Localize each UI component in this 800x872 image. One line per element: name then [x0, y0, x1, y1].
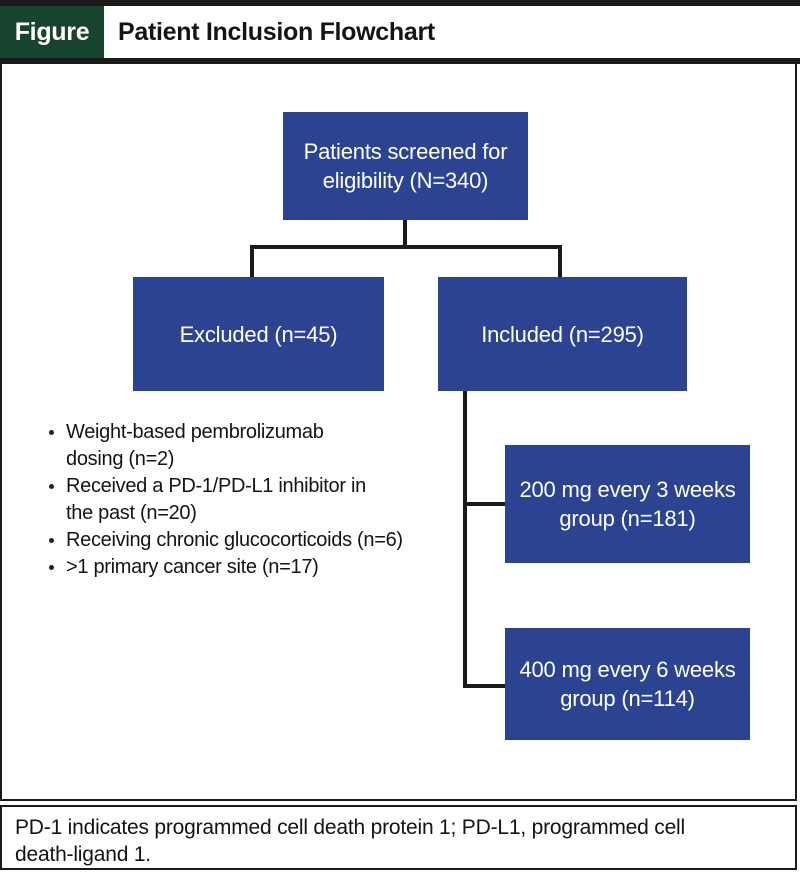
node-200mg-group: 200 mg every 3 weeks group (n=181) [505, 445, 750, 563]
exclusion-reasons-list: Weight-based pembrolizumab dosing (n=2) … [44, 419, 444, 581]
connector-to-included [558, 245, 562, 277]
connector-included-down [463, 391, 467, 688]
node-400mg-group: 400 mg every 6 weeks group (n=114) [505, 628, 750, 740]
connector-to-200mg-group [463, 502, 505, 506]
figure-label: Figure [14, 17, 90, 46]
figure-title: Patient Inclusion Flowchart [118, 17, 435, 46]
connector-screened-down [403, 220, 407, 247]
node-excluded: Excluded (n=45) [133, 277, 384, 391]
footnote: PD-1 indicates programmed cell death pro… [0, 805, 797, 870]
exclusion-reason-item: Receiving chronic glucocorticoids (n=6) [44, 527, 444, 554]
exclusion-reason-item: >1 primary cancer site (n=17) [44, 554, 444, 581]
header-rule [0, 58, 800, 64]
node-included: Included (n=295) [438, 277, 687, 391]
node-patients-screened: Patients screened for eligibility (N=340… [283, 112, 528, 220]
connector-to-excluded [250, 245, 254, 277]
exclusion-reason-item: Weight-based pembrolizumab dosing (n=2) [44, 419, 444, 473]
exclusion-reason-item: Received a PD-1/PD-L1 inhibitor in the p… [44, 473, 444, 527]
figure-label-tag: Figure [0, 6, 104, 58]
connector-to-400mg-group [463, 684, 505, 688]
connector-branch-bar [250, 245, 562, 249]
top-rule [0, 0, 800, 6]
